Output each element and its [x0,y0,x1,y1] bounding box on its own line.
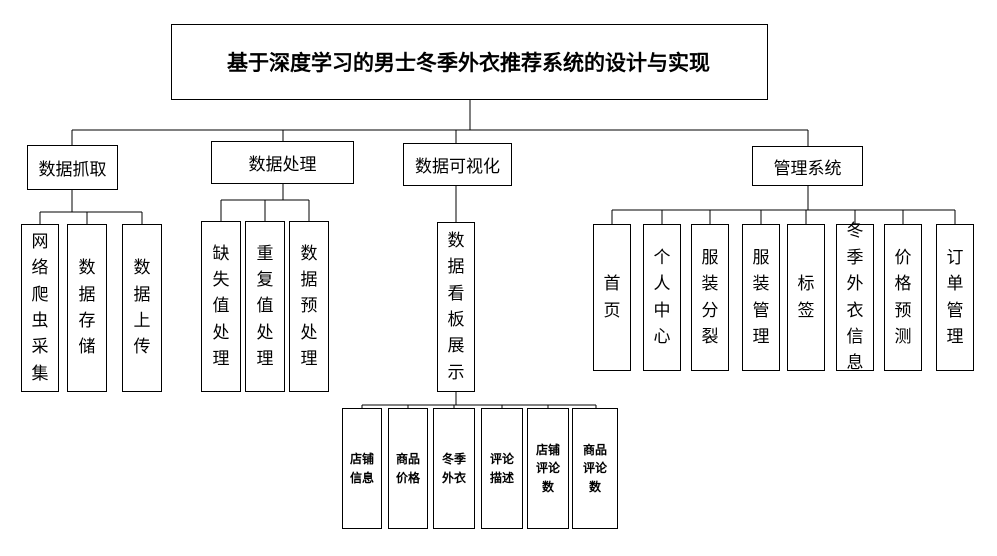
node-clothing-management: 服装管理 [742,224,780,371]
node-tags: 标签 [787,224,825,371]
module-management-system: 管理系统 [752,146,863,186]
module-data-processing: 数据处理 [211,141,354,184]
module-data-crawl: 数据抓取 [27,145,118,190]
node-product-review-count: 商品评论数 [572,408,618,529]
node-home: 首页 [593,224,631,371]
node-price-prediction: 价格预测 [884,224,922,371]
node-clothing-category: 服装分裂 [691,224,729,371]
node-dashboard: 数据看板展示 [437,222,475,392]
node-winter-coat-info: 冬季外衣信息 [836,221,874,373]
node-shop-info: 店铺信息 [342,408,382,529]
node-web-crawler: 网络爬虫采集 [21,224,59,392]
node-data-upload: 数据上传 [122,224,162,392]
node-personal-center: 个人中心 [643,224,681,371]
diagram-title: 基于深度学习的男士冬季外衣推荐系统的设计与实现 [171,24,768,100]
node-shop-review-count: 店铺评论数 [527,408,569,529]
node-product-price: 商品价格 [388,408,428,529]
module-data-visualization: 数据可视化 [403,143,512,186]
node-data-preprocess: 数据预处理 [289,221,329,392]
node-review-desc: 评论描述 [481,408,523,529]
node-duplicate-value: 重复值处理 [245,221,285,392]
node-order-management: 订单管理 [936,224,974,371]
node-data-storage: 数据存储 [67,224,107,392]
node-missing-value: 缺失值处理 [201,221,241,392]
node-winter-coat: 冬季外衣 [433,408,475,529]
